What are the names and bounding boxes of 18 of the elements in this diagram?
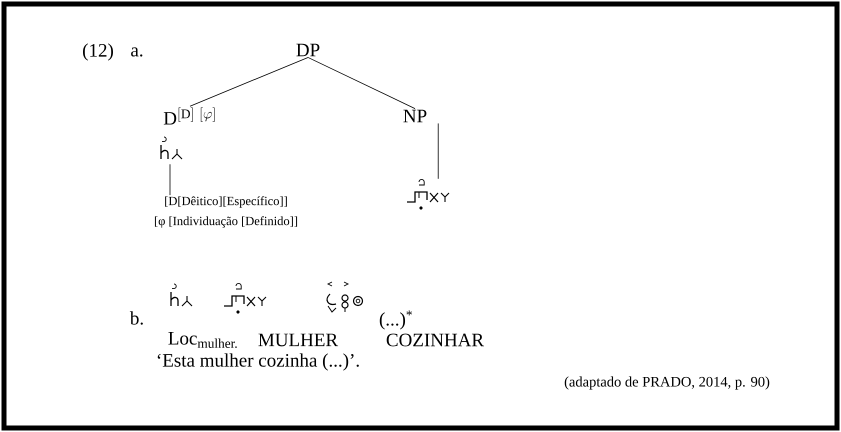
gloss-text: COZINHAR [386, 334, 484, 346]
tree-branch [438, 123, 439, 180]
gloss-text: Loc$_{mulher.}$ [168, 332, 237, 348]
source-text: (adaptado de PRADO, 2014, p. 90) [564, 376, 770, 390]
item-letter: a. [131, 47, 142, 57]
tree-branch [308, 57, 416, 109]
tree-label: DP [296, 44, 320, 56]
sign-drawing [407, 178, 450, 210]
tree-label: NP [403, 110, 426, 122]
tree-branch [190, 57, 308, 107]
example-number: (12) [83, 43, 113, 61]
tree-formula: $\mathrm{D}^{[\mathrm{D}]\ [\varphi]}$ [164, 107, 215, 125]
item-letter: b. [130, 311, 143, 325]
translation-text: ‘Esta mulher cozinha (...)’. [158, 353, 359, 371]
label-text: (...)$^{*}$ [380, 310, 412, 330]
feature-text: [D[Dêitico][Específico]] [φ [Individuação [Definido]] [154, 196, 298, 228]
gloss-text: MULHER [258, 334, 338, 346]
sign-drawing [160, 136, 182, 160]
